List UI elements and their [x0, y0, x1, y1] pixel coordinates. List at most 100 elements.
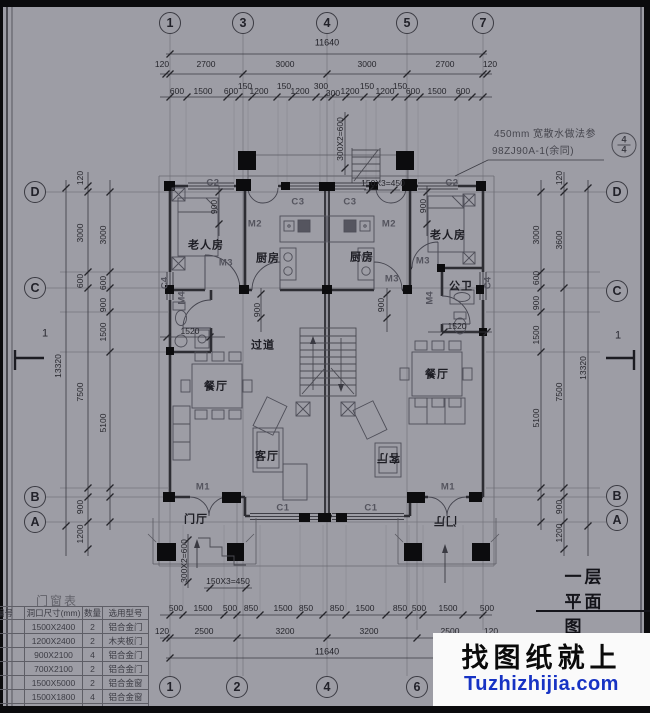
dim-label: 2700 — [196, 58, 216, 69]
dim-label: 600 — [169, 85, 185, 96]
dim-label: 500 — [479, 602, 495, 613]
dim-label: 150 — [392, 80, 408, 91]
cell — [0, 661, 25, 676]
room-label-kitchen: 厨房 — [256, 252, 280, 265]
stair-note: 300X2=600 — [178, 539, 189, 583]
room-label-living: 客厅 — [376, 451, 400, 464]
cell: 1500X1800 — [24, 689, 83, 704]
axis-bubble: 4 — [316, 12, 338, 34]
cell: 铝合金门 — [102, 661, 149, 676]
axis-bubble: 1 — [159, 676, 181, 698]
door-tag: M3 — [218, 257, 234, 269]
cell: 铝合金窗 — [102, 675, 149, 690]
stair-arrows — [194, 336, 448, 553]
dim-label: 1500 — [438, 602, 458, 613]
plan-title-underline — [536, 610, 650, 612]
dim-label: 1520 — [447, 320, 467, 331]
dim-label: 900 — [251, 302, 262, 318]
cell — [0, 703, 25, 706]
dim-label: 900 — [530, 295, 541, 311]
cell: 1500X5000 — [24, 675, 83, 690]
dim-label: 600 — [530, 270, 541, 286]
dim-label: 900 — [417, 198, 428, 214]
porch-arrow-lines — [196, 546, 446, 583]
dim-label: 120 — [154, 625, 170, 636]
dim-label: 3200 — [275, 625, 295, 636]
table-row: 1200X15002铝合金窗 — [0, 703, 149, 706]
cell: 1200X1500 — [24, 703, 83, 706]
dim-label: 850 — [329, 602, 345, 613]
dim-label: 500 — [411, 602, 427, 613]
cell: 4 — [82, 647, 103, 662]
dim-label: 600 — [455, 85, 471, 96]
axis-bubble: 7 — [472, 12, 494, 34]
axis-bubble: A — [24, 511, 46, 533]
window-tag: C3 — [291, 196, 305, 208]
dim-label: 3600 — [553, 230, 564, 250]
dim-label: 1520 — [180, 325, 200, 336]
room-label-foyer: 门厅 — [184, 513, 208, 526]
watermark-text: 找图纸就上 — [461, 642, 622, 673]
window-tag: C2 — [445, 177, 459, 189]
room-label-dining: 餐厅 — [204, 380, 228, 393]
window-tag: C4 — [482, 276, 494, 290]
plan-title: 一层平面图 — [564, 567, 605, 637]
cell: 铝合金门 — [102, 619, 149, 634]
axis-bubble: 1 — [159, 12, 181, 34]
cell — [0, 647, 25, 662]
room-label-corridor: 过道 — [251, 339, 275, 352]
dim-label: 1200 — [553, 523, 564, 543]
dim-label: 1200 — [290, 85, 310, 96]
dim-label: 600 — [74, 273, 85, 289]
cell: 700X2100 — [24, 661, 83, 676]
dim-label: 900 — [97, 297, 108, 313]
watermark: 找图纸就上 Tuzhizhijia.com — [433, 633, 650, 706]
watermark-site: Tuzhizhijia.com — [464, 673, 619, 696]
detail-numerator: 4 — [621, 134, 627, 145]
cell: 铝合金窗 — [102, 689, 149, 704]
door-tag: M3 — [415, 255, 431, 267]
schedule-header: 数量 — [82, 606, 103, 620]
dim-label: 3000 — [97, 225, 108, 245]
dim-label: 2500 — [440, 625, 460, 636]
dim-label: 13320 — [577, 356, 588, 380]
dim-label: 1500 — [273, 602, 293, 613]
detail-denominator: 4 — [617, 144, 631, 155]
stair-note: 300X2=600 — [334, 117, 345, 161]
door-tag: M3 — [384, 273, 400, 285]
axis-bubble: B — [24, 486, 46, 508]
cell — [0, 633, 25, 648]
dim-label: 120 — [482, 58, 498, 69]
cell: 1200X2400 — [24, 633, 83, 648]
central-stairs — [299, 327, 357, 397]
door-tag: M2 — [247, 218, 263, 230]
dim-label: 500 — [168, 602, 184, 613]
dim-label: 7500 — [74, 382, 85, 402]
apron-note-line2: 98ZJ90A-1(余同) — [491, 146, 575, 157]
dim-label: 5100 — [97, 413, 108, 433]
dim-label: 900 — [375, 297, 386, 313]
room-label-foyer: 门厅 — [433, 514, 457, 527]
dim-label: 600 — [405, 85, 421, 96]
cell: 2 — [82, 703, 103, 706]
dim-label: 500 — [222, 602, 238, 613]
room-label-elder: 老人房 — [430, 229, 466, 242]
axis-bubble: 2 — [226, 676, 248, 698]
cell — [0, 689, 25, 704]
window-tag: C2 — [206, 177, 220, 189]
cell: 2 — [82, 619, 103, 634]
apron-note-line1: 450mm 宽散水做法参 — [493, 129, 597, 140]
dim-label: 900 — [208, 199, 219, 215]
cell: 1500X2400 — [24, 619, 83, 634]
dim-label: 3000 — [357, 58, 377, 69]
axis-bubble: C — [24, 277, 46, 299]
dimension-lines — [65, 53, 604, 659]
porches — [147, 518, 500, 565]
dim-label: 120 — [553, 170, 564, 186]
dim-label: 150 — [359, 80, 375, 91]
schedule-header-row: 编号 洞口尺寸(mm) 数量 选用型号 — [0, 606, 149, 620]
room-label-bath: 公卫 — [449, 280, 473, 293]
